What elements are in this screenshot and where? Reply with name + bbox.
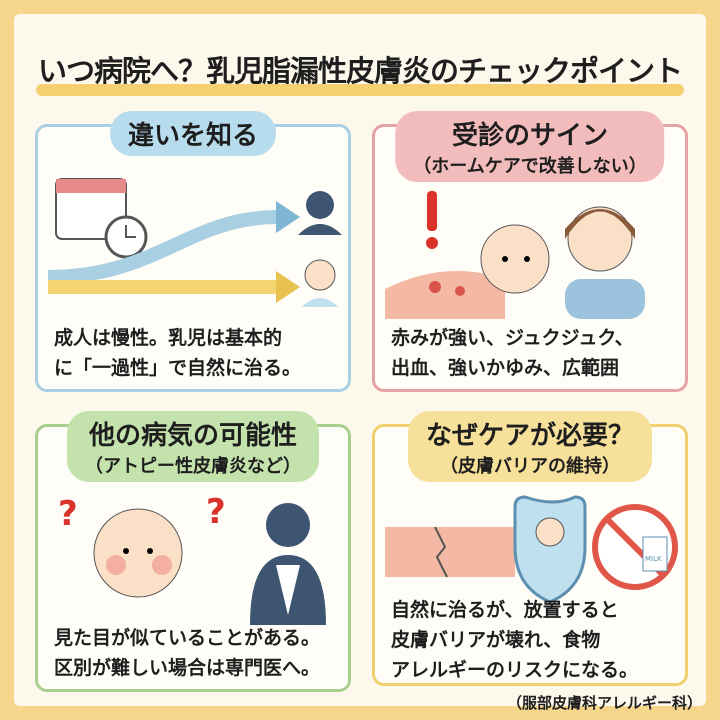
crying-baby-icon <box>480 224 550 294</box>
body-line: 成人は慢性。乳児は基本的 <box>54 327 283 349</box>
timeline-illustration <box>47 178 342 307</box>
worried-parent-icon <box>565 206 645 319</box>
heading-text: なぜケアが必要？ <box>425 421 635 451</box>
body-line: 出血、強いかゆみ、広範囲 <box>391 357 620 379</box>
adult-arrow-head <box>276 201 300 233</box>
panel-heading: 違いを知る <box>109 111 277 156</box>
panel-heading: なぜケアが必要？ （皮膚バリアの維持） <box>407 411 653 482</box>
body-line: に「一過性」で自然に治る。 <box>54 357 302 379</box>
panel-body: 見た目が似ていることがある。 区別が難しい場合は専門医へ。 <box>54 623 320 683</box>
baby-rash-icon <box>93 508 183 598</box>
title-highlight <box>36 84 684 96</box>
doctor-icon <box>250 503 326 625</box>
body-line: 皮膚バリアが壊れ、食物 <box>391 629 601 651</box>
subheading-text: （ホームケアで改善しない） <box>413 156 647 177</box>
page-title: いつ病院へ？乳児脂漏性皮膚炎のチェックポイント <box>37 54 683 88</box>
subheading-text: （皮膚バリアの維持） <box>439 456 620 477</box>
panel-visit-signs: 受診のサイン （ホームケアで改善しない） 赤みが強い、ジュクジュク、 出血、強いか… <box>372 111 688 392</box>
panel-heading: 他の病気の可能性 （アトピー性皮膚炎など） <box>67 411 319 482</box>
irritated-skin <box>385 271 505 319</box>
skin-barrier-illustration: MILK <box>385 495 678 604</box>
infant-arrow-head <box>276 271 300 303</box>
body-line: 自然に治るが、放置すると <box>391 599 619 621</box>
rash-spot <box>429 281 441 293</box>
shielded-baby-icon <box>535 517 565 547</box>
credit-text: （服部皮膚科アレルギー科） <box>506 694 702 712</box>
heading-text: 他の病気の可能性 <box>88 421 297 451</box>
cracked-skin <box>385 527 515 577</box>
baby-icon <box>302 259 338 307</box>
symptom-illustration <box>385 191 645 319</box>
panel-why-care: MILK なぜケアが必要？ （皮膚バリアの維持） 自然に治るが、放置すると 皮膚バ… <box>372 411 688 686</box>
rash-spot <box>455 286 465 296</box>
adult-silhouette-icon <box>298 191 342 235</box>
body-line: 見た目が似ていることがある。 <box>54 627 321 649</box>
heading-text: 受診のサイン <box>451 121 608 151</box>
milk-label: MILK <box>645 555 662 563</box>
panel-body: 成人は慢性。乳児は基本的 に「一過性」で自然に治る。 <box>54 323 301 383</box>
milk-carton-icon <box>642 536 668 572</box>
subheading-text: （アトピー性皮膚炎など） <box>85 456 301 477</box>
exclamation-icon <box>426 191 438 249</box>
diagnosis-illustration: ? ? <box>58 492 326 625</box>
body-line: 区別が難しい場合は専門医へ。 <box>54 657 321 679</box>
panel-heading: 受診のサイン （ホームケアで改善しない） <box>395 111 665 182</box>
shield-icon <box>513 495 587 604</box>
question-mark-icon: ? <box>206 492 226 532</box>
body-line: アレルギーのリスクになる。 <box>391 659 639 681</box>
skin-crack <box>434 526 448 578</box>
calendar-header <box>56 179 126 193</box>
body-line: 赤みが強い、ジュクジュク、 <box>391 327 634 349</box>
clock-hands <box>125 225 136 238</box>
panel-body: 赤みが強い、ジュクジュク、 出血、強いかゆみ、広範囲 <box>391 323 634 383</box>
heading-text: 違いを知る <box>127 121 259 151</box>
adult-arrow <box>47 210 279 284</box>
panel-other-diseases: ? ? 他の病気の可能性 （アトピー性皮膚炎など） 見た目が似ていることがある。 … <box>35 411 351 692</box>
question-mark-icon: ? <box>58 494 78 534</box>
panel-body: 自然に治るが、放置すると 皮膚バリアが壊れ、食物 アレルギーのリスクになる。 <box>391 595 638 685</box>
panel-difference: 違いを知る 成人は慢性。乳児は基本的 に「一過性」で自然に治る。 <box>35 111 351 392</box>
no-food-icon: MILK <box>592 504 678 590</box>
